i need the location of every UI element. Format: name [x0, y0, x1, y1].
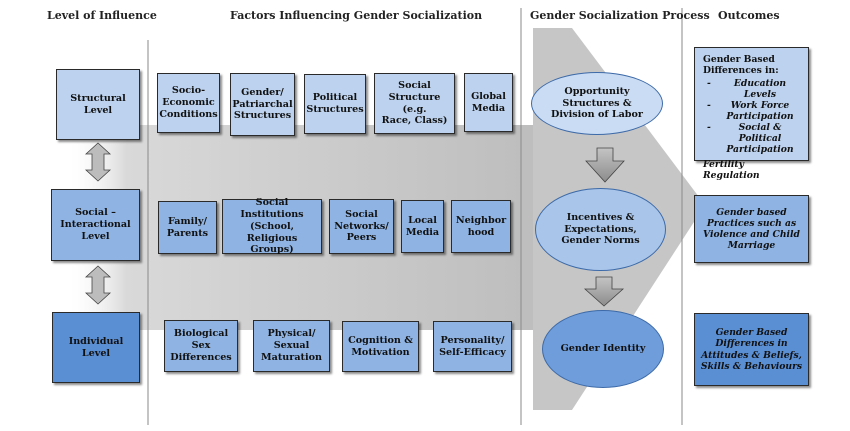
factor-biological-sex: Biological Sex Differences	[164, 320, 238, 372]
level-structural: Structural Level	[56, 69, 140, 140]
factor-neighborhood: Neighbor hood	[451, 200, 511, 253]
double-arrow-2	[84, 265, 112, 305]
factor-local-media: Local Media	[401, 200, 444, 253]
factor-social-structure: Social Structure (e.g. Race, Class)	[374, 73, 455, 134]
process-incentives-norms: Incentives & Expectations, Gender Norms	[535, 188, 666, 271]
outcome-1-item: Social & Political Participation	[707, 122, 803, 155]
outcome-gender-practices: Gender based Practices such as Violence …	[694, 195, 809, 263]
factor-family-parents: Family/ Parents	[158, 201, 217, 254]
header-process: Gender Socialization Process	[530, 9, 710, 22]
header-outcomes: Outcomes	[718, 9, 780, 22]
factor-gender-patriarchal: Gender/ Patriarchal Structures	[230, 73, 295, 136]
outcome-1-footer: Fertility Regulation	[703, 159, 760, 182]
factor-political: Political Structures	[304, 74, 366, 134]
header-level-of-influence: Level of Influence	[47, 9, 157, 22]
factor-social-institutions: Social Institutions (School, Religious G…	[222, 197, 322, 255]
down-arrow-2	[583, 276, 625, 307]
factor-socio-economic: Socio- Economic Conditions	[157, 73, 220, 133]
down-arrow-1	[585, 147, 625, 183]
header-factors: Factors Influencing Gender Socialization	[230, 9, 483, 22]
factor-social-networks: Social Networks/ Peers	[329, 199, 394, 254]
process-opportunity-structures: Opportunity Structures & Division of Lab…	[531, 72, 663, 135]
double-arrow-1	[84, 142, 112, 182]
outcome-1-item: Education Levels	[707, 78, 803, 100]
factor-personality: Personality/ Self-Efficacy	[433, 321, 512, 372]
outcome-1-title: Gender Based Differences in:	[703, 54, 779, 77]
factor-physical-maturation: Physical/ Sexual Maturation	[253, 320, 330, 372]
factor-cognition-motivation: Cognition & Motivation	[342, 321, 419, 372]
process-gender-identity: Gender Identity	[542, 310, 664, 388]
outcome-gender-differences: Gender Based Differences in: Education L…	[694, 47, 809, 181]
level-individual: Individual Level	[52, 312, 140, 383]
outcome-attitudes-behaviours: Gender Based Differences in Attitudes & …	[694, 313, 809, 386]
outcome-1-list: Education Levels Work Force Participatio…	[703, 78, 803, 155]
level-social-interactional: Social – Interactional Level	[51, 189, 140, 261]
factor-global-media: Global Media	[464, 73, 513, 132]
outcome-1-item: Work Force Participation	[707, 100, 803, 122]
